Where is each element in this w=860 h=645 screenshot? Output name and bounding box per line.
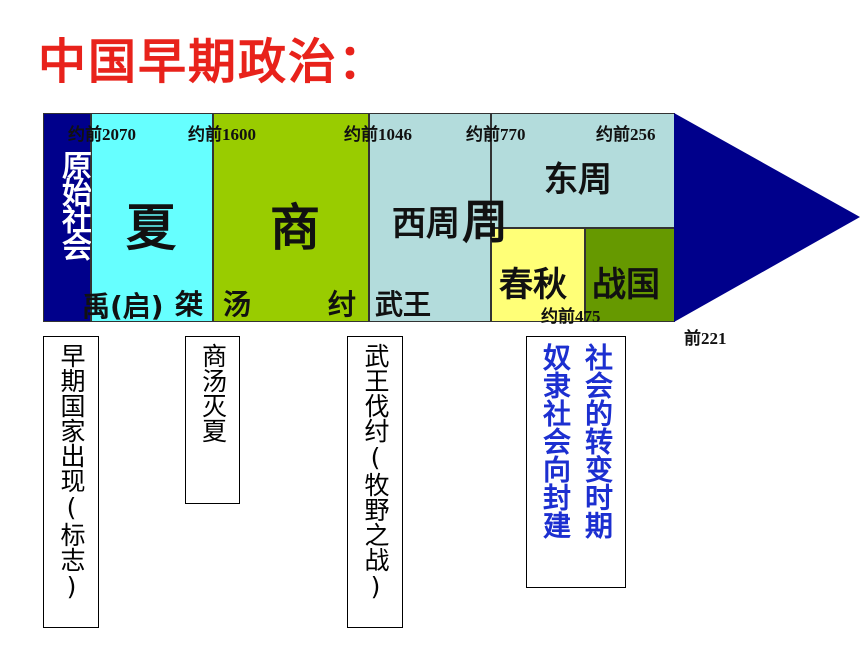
note-early-state-text: 早期国家出现(标志) (57, 343, 86, 601)
note-transition-col1: 奴隶社会向封建 (539, 343, 572, 539)
page-title: 中国早期政治： (38, 34, 389, 90)
note-tang-conquers-xia-text: 商汤灭夏 (198, 343, 228, 443)
era-spring-autumn: 春秋 (491, 228, 585, 322)
note-wu-wang-attack: 武王伐纣(牧野之战) (347, 336, 403, 628)
date-475: 约前475 (541, 307, 601, 326)
note-transition-period: 奴隶社会向封建 社会的转变时期 (526, 336, 626, 588)
era-shang-label: 商 (270, 199, 320, 257)
era-eastern-zhou-label: 东周 (544, 160, 612, 200)
note-transition-col2: 社会的转变时期 (581, 343, 614, 539)
era-warring-states: 战国 (585, 228, 675, 322)
date-221: 前221 (684, 329, 727, 348)
era-eastern-zhou: 东周 (491, 113, 675, 228)
era-primitive-label: 原始社会 (56, 150, 91, 258)
era-warring-states-label: 战国 (592, 265, 660, 305)
era-shang: 商 (213, 113, 369, 322)
era-xia: 夏 (91, 113, 213, 322)
date-770: 约前770 (466, 125, 526, 144)
ruler-zhou-king-label: 纣 (328, 288, 357, 321)
ruler-yu-label: 禹(启) (82, 290, 164, 323)
date-1600: 约前1600 (188, 125, 256, 144)
ruler-wu-wang-label: 武王 (375, 288, 432, 321)
note-early-state: 早期国家出现(标志) (43, 336, 99, 628)
era-spring-autumn-label: 春秋 (499, 265, 567, 305)
date-2070: 约前2070 (68, 125, 136, 144)
ruler-jie-label: 桀 (175, 288, 204, 321)
ruler-tang-label: 汤 (223, 288, 252, 321)
note-tang-conquers-xia: 商汤灭夏 (185, 336, 240, 504)
note-wu-wang-attack-text: 武王伐纣(牧野之战) (361, 343, 390, 601)
date-256: 约前256 (596, 125, 656, 144)
timeline-arrow-head (674, 113, 860, 322)
era-western-zhou (369, 113, 491, 322)
era-zhou-label: 周 (462, 195, 508, 249)
era-xia-label: 夏 (126, 199, 176, 257)
era-western-zhou-label: 西周 (392, 204, 460, 244)
date-1046: 约前1046 (344, 125, 412, 144)
era-primitive-society: 原始社会 (43, 113, 91, 322)
